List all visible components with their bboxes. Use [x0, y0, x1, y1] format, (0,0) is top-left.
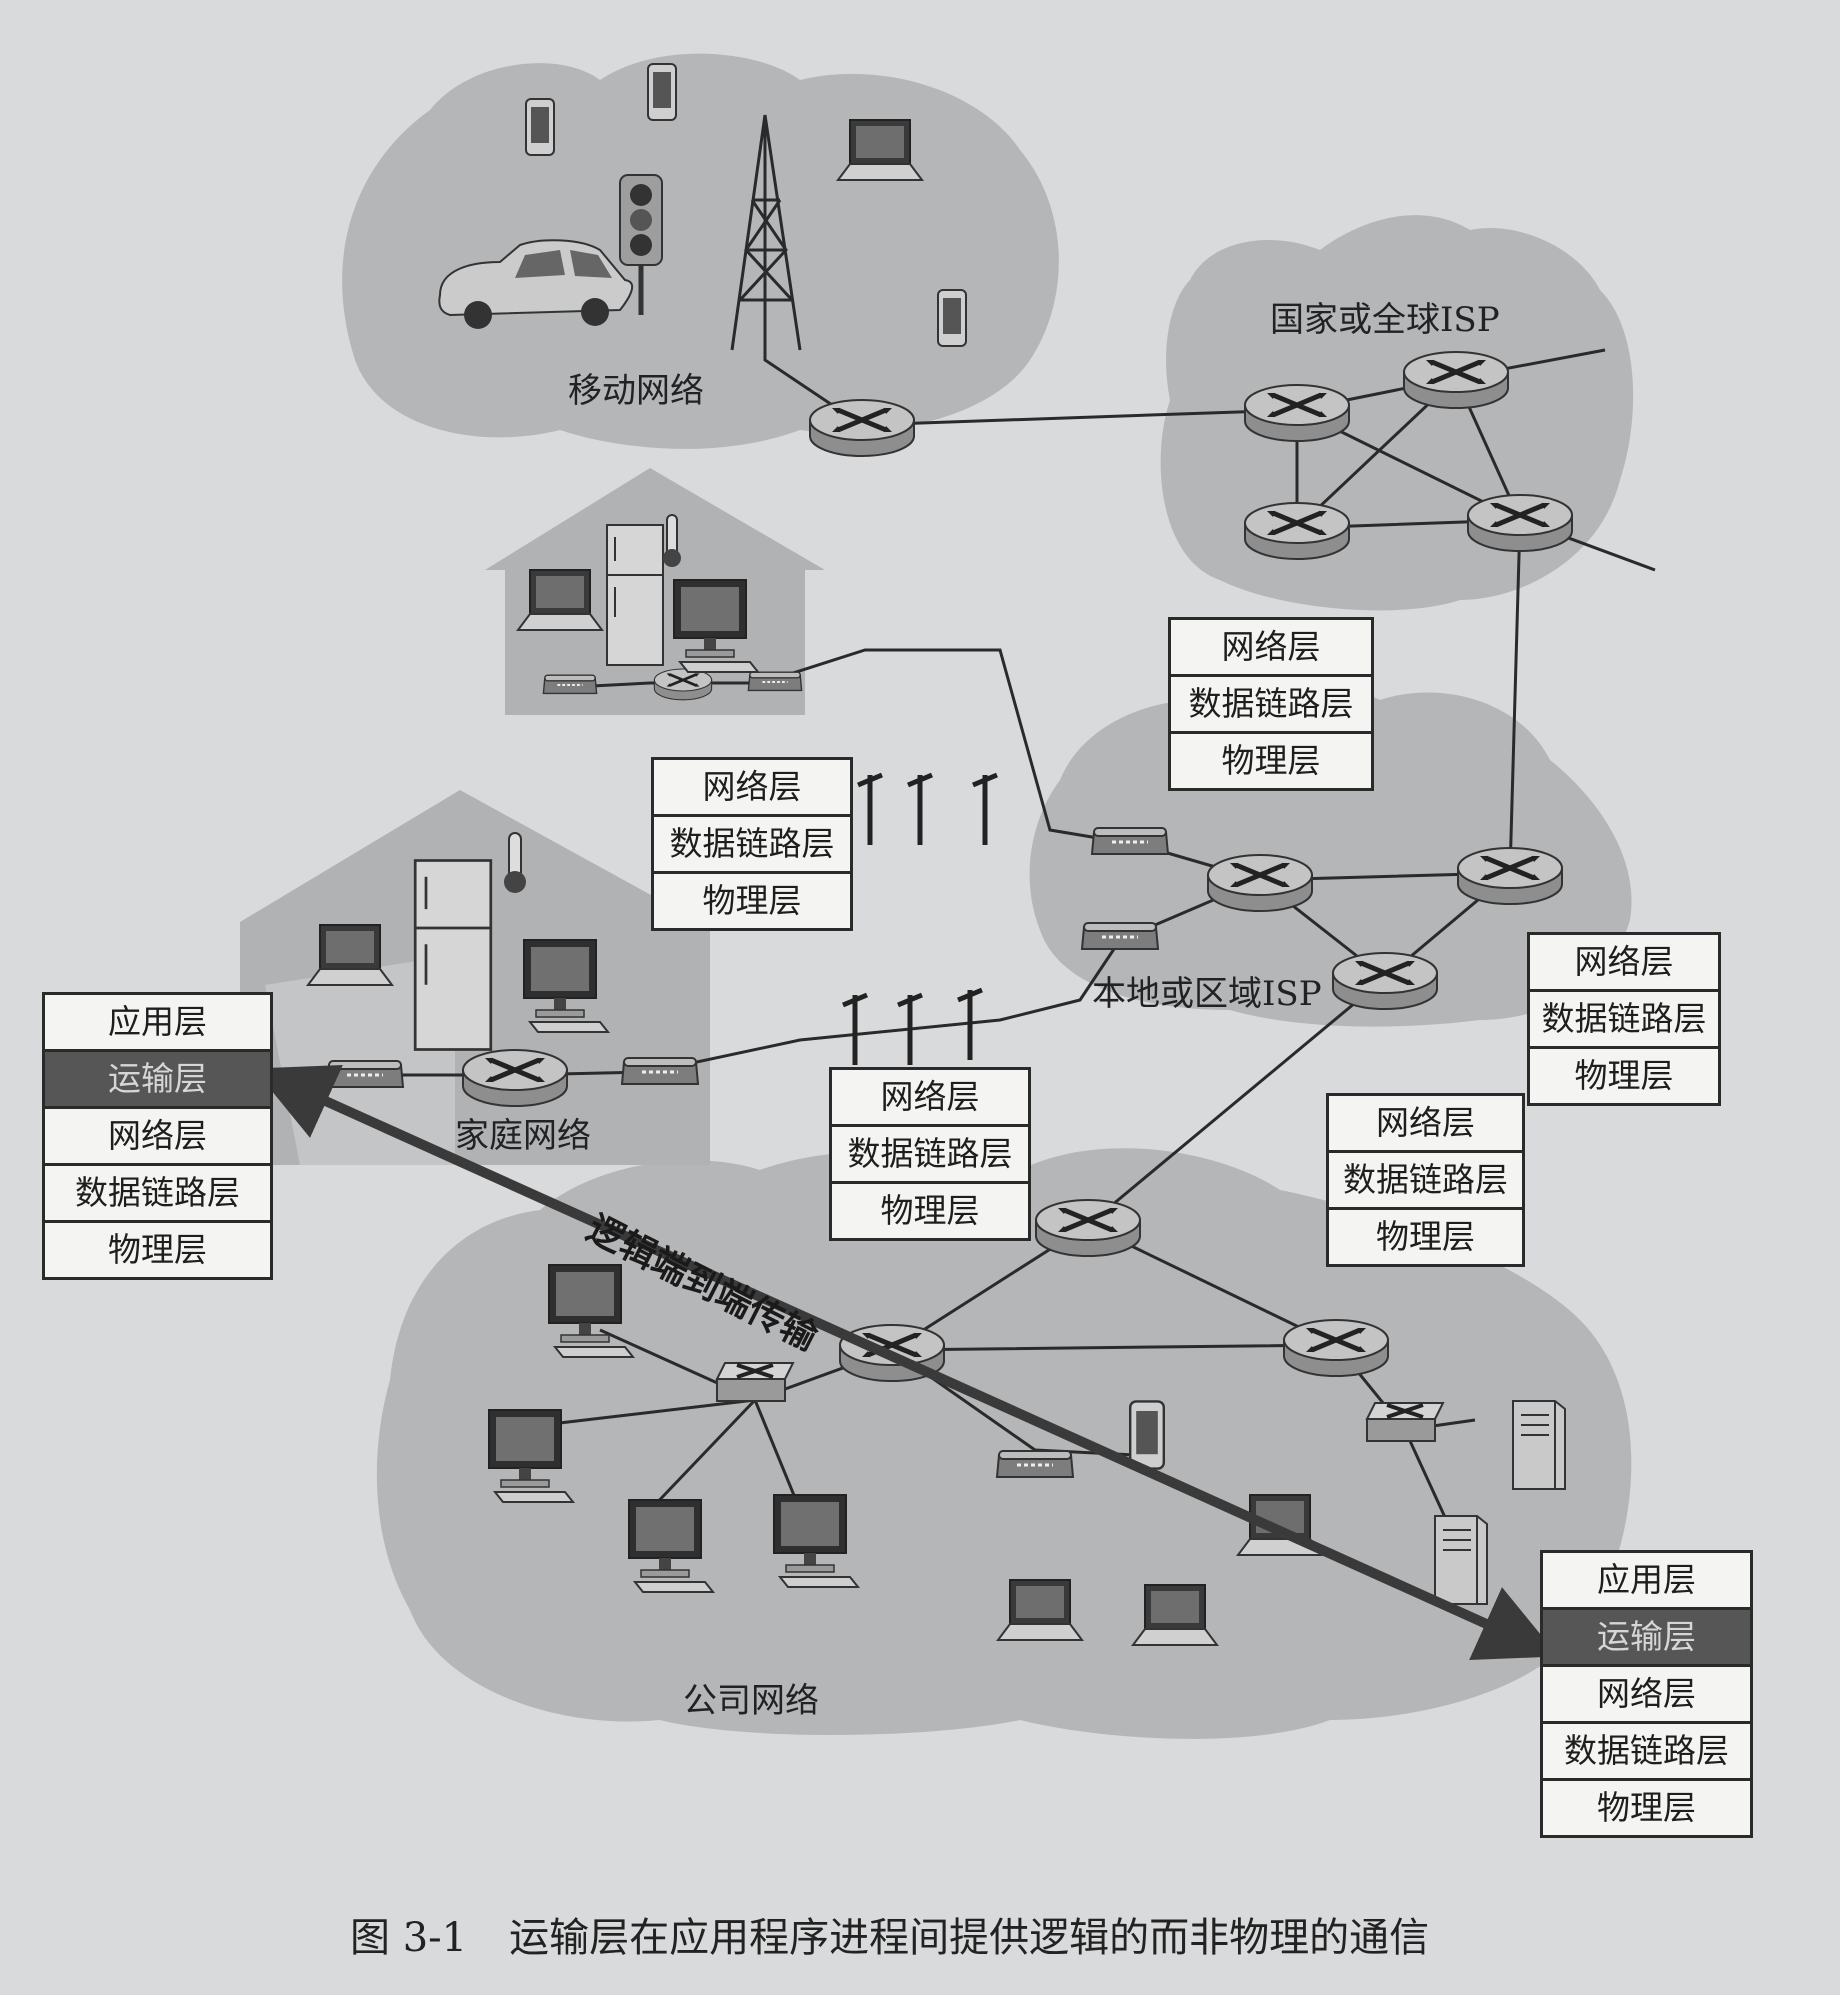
network-layer: 网络层 — [832, 1070, 1028, 1127]
home-upper-uplink — [552, 648, 1141, 847]
enterprise-laptop-icon-1 — [997, 1579, 1083, 1641]
physical-layer: 物理层 — [1597, 1788, 1696, 1827]
data-link-layer: 数据链路层 — [654, 817, 850, 874]
utility-pole-upper-3 — [973, 775, 997, 845]
mobile-phone-icon-2 — [647, 63, 677, 121]
local-isp-modem-1 — [1090, 826, 1170, 856]
national-isp-label: 国家或全球ISP — [1270, 300, 1500, 340]
data-link-layer: 数据链路层 — [45, 1166, 270, 1223]
application-layer: 应用层 — [45, 995, 270, 1052]
utility-pole-upper-2 — [908, 775, 932, 845]
local-router-1 — [1208, 855, 1312, 911]
enterprise-router-1 — [1036, 1200, 1140, 1256]
enterprise-router-2 — [1284, 1320, 1388, 1376]
home-modem-lower — [620, 1056, 700, 1086]
enterprise-network-label: 公司网络 — [683, 1681, 819, 1721]
data-link-layer: 数据链路层 — [1530, 992, 1718, 1049]
utility-pole-lower-1 — [843, 995, 867, 1065]
traffic-light-icon — [619, 174, 663, 315]
mobile-network-label: 移动网络 — [568, 371, 704, 411]
network-layer: 网络层 — [1171, 620, 1371, 677]
isp-router-4 — [1468, 495, 1572, 551]
home-gateway-lower — [325, 1059, 405, 1089]
physical-layer: 物理层 — [880, 1191, 980, 1230]
enterprise-wifi-ap — [995, 1449, 1075, 1479]
network-layer: 网络层 — [1530, 935, 1718, 992]
data-link-layer: 数据链路层 — [832, 1127, 1028, 1184]
enterprise-tablet-icon — [1128, 1400, 1166, 1470]
physical-layer: 物理层 — [1376, 1217, 1475, 1256]
home-lower-fridge-icon — [413, 859, 493, 1051]
isp-router-1 — [1245, 385, 1349, 441]
router-stack-local-isp-top: 网络层 数据链路层 物理层 — [1168, 617, 1374, 791]
home-upper-thermometer-icon — [663, 514, 681, 567]
network-layer: 网络层 — [1329, 1096, 1522, 1153]
home-modem-upper — [747, 671, 803, 692]
figure-caption-text: 运输层在应用程序进程间提供逻辑的而非物理的通信 — [509, 1915, 1430, 1961]
home-lower-thermometer-icon — [504, 832, 526, 893]
mobile-gateway-router — [810, 400, 914, 456]
application-layer: 应用层 — [1543, 1553, 1750, 1610]
enterprise-switch-1 — [715, 1361, 795, 1403]
router-stack-local-isp-right: 网络层 数据链路层 物理层 — [1527, 932, 1721, 1106]
physical-layer: 物理层 — [702, 881, 802, 920]
enterprise-switch-2 — [1365, 1401, 1445, 1443]
home-router-upper — [653, 667, 713, 702]
local-isp-modem-2 — [1080, 921, 1160, 951]
local-router-3 — [1333, 953, 1437, 1009]
host-stack-right: 应用层 运输层 网络层 数据链路层 物理层 — [1540, 1550, 1753, 1838]
physical-layer: 物理层 — [1221, 741, 1321, 780]
home-gateway-upper — [542, 674, 598, 695]
physical-layer: 物理层 — [108, 1230, 207, 1269]
home-router-lower — [463, 1050, 567, 1106]
car-icon — [438, 239, 634, 329]
local-isp-label: 本地或区域ISP — [1092, 974, 1322, 1014]
enterprise-server-icon-2 — [1434, 1515, 1488, 1605]
data-link-layer: 数据链路层 — [1543, 1724, 1750, 1781]
enterprise-laptop-icon-2 — [1132, 1584, 1218, 1646]
figure-number: 图 3-1 — [350, 1915, 468, 1961]
network-layer: 网络层 — [1543, 1667, 1750, 1724]
network-layer: 网络层 — [654, 760, 850, 817]
router-stack-home-lower: 网络层 数据链路层 物理层 — [829, 1067, 1031, 1241]
home-upper-fridge-icon — [606, 524, 664, 666]
home-network-label: 家庭网络 — [455, 1116, 591, 1156]
logical-transport-arrow — [253, 1064, 1559, 1661]
local-router-2 — [1458, 848, 1562, 904]
mobile-phone-icon-1 — [525, 98, 555, 156]
network-layer: 网络层 — [45, 1109, 270, 1166]
home-lower-laptop-icon — [307, 924, 393, 986]
utility-pole-upper-1 — [858, 775, 882, 845]
host-stack-left: 应用层 运输层 网络层 数据链路层 物理层 — [42, 992, 273, 1280]
home-upper-laptop-icon — [517, 569, 603, 631]
router-stack-enterprise: 网络层 数据链路层 物理层 — [1326, 1093, 1525, 1267]
router-stack-home-upper: 网络层 数据链路层 物理层 — [651, 757, 853, 931]
isp-router-2 — [1404, 352, 1508, 408]
physical-layer: 物理层 — [1574, 1056, 1674, 1095]
mobile-laptop-icon — [837, 119, 923, 181]
data-link-layer: 数据链路层 — [1329, 1153, 1522, 1210]
transport-layer: 运输层 — [45, 1052, 270, 1109]
transport-layer: 运输层 — [1543, 1610, 1750, 1667]
mobile-phone-icon-3 — [937, 289, 967, 347]
figure-caption: 图 3-1 运输层在应用程序进程间提供逻辑的而非物理的通信 — [350, 1905, 1471, 1963]
cell-tower-icon — [730, 114, 802, 351]
enterprise-server-icon-1 — [1512, 1400, 1566, 1490]
data-link-layer: 数据链路层 — [1171, 677, 1371, 734]
isp-router-3 — [1245, 503, 1349, 559]
